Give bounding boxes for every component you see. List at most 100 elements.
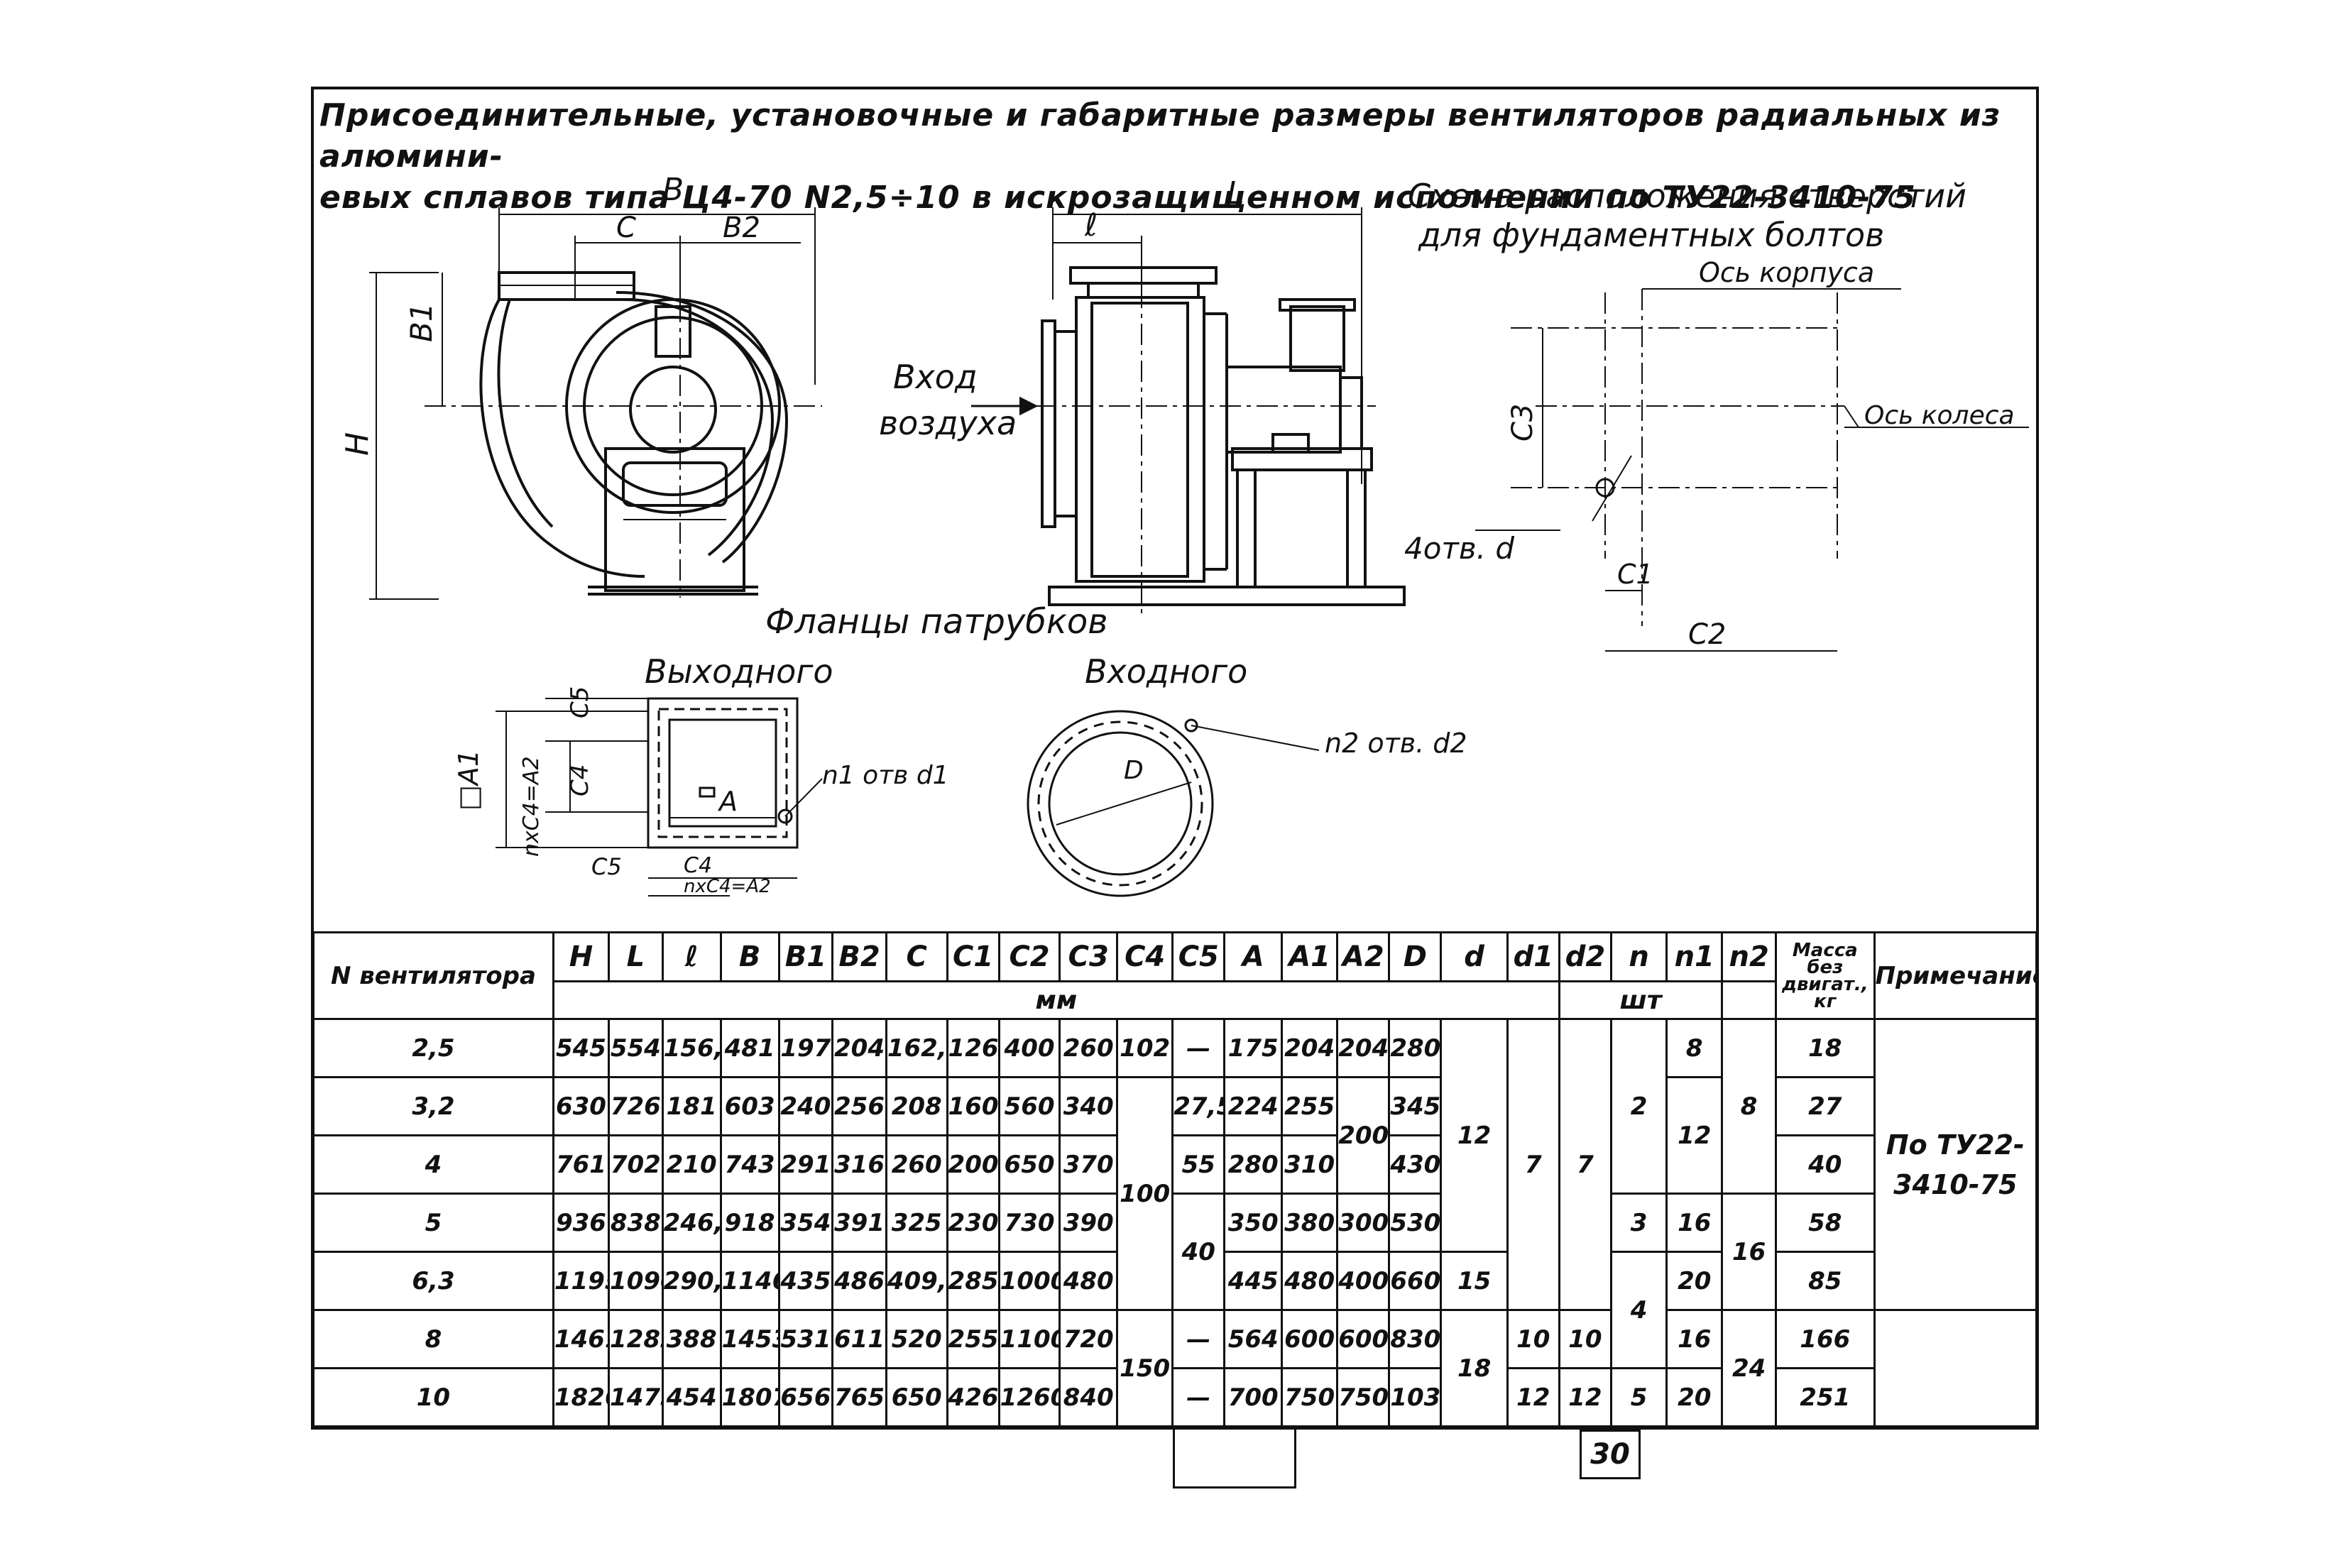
cell: 27 [1774,1076,1876,1136]
cell: 480 [1058,1251,1119,1311]
cell: 520 [885,1309,948,1369]
dim-d-label: D [1124,756,1144,785]
header-col: H [552,931,611,982]
cell: 936 [552,1193,611,1253]
flanges-title: Фланцы патрубков [765,602,1108,642]
cell: 126 [946,1018,1000,1078]
cell: 409,5 [885,1251,948,1311]
cell: 204 [1281,1018,1339,1078]
cell: 246,5 [661,1193,722,1253]
cell: 554 [608,1018,664,1078]
cell: 390 [1058,1193,1119,1253]
cell: 730 [997,1193,1061,1253]
cell: 726 [608,1076,664,1136]
cell: 10 [1558,1309,1613,1369]
title-line-1: Присоединительные, установочные и габари… [319,97,2001,175]
cell: 486 [831,1251,887,1311]
header-col: d2 [1558,931,1613,982]
cell: 743 [719,1134,780,1195]
dim-c4-label: C4 [566,764,594,796]
note-line2: 3410-75 [1893,1168,2018,1200]
cell: 4 [1609,1251,1668,1369]
dim-b1-label: B1 [404,302,439,342]
cell: 285 [946,1251,1000,1311]
cell: 702 [608,1134,664,1195]
outlet-flange-title: Выходного [645,652,833,691]
dim-c1-label: C1 [1617,559,1653,590]
inlet-holes-label: n2 отв. d2 [1325,728,1467,759]
cell: 345 [1388,1076,1443,1136]
cell-note-empty [1873,1309,2038,1427]
dim-c2-label: C2 [1688,618,1726,651]
cell: 611 [831,1309,887,1369]
cell: 12 [1558,1367,1613,1427]
cell: 531 [777,1309,834,1369]
cell: 197 [777,1018,834,1078]
cell: 1826 [552,1367,611,1427]
table-row: 5 936 838 246,5 918 354 391 325 230 730 … [312,1193,2037,1311]
cell: 181 [661,1076,722,1136]
cell: 1195 [552,1251,611,1311]
cell: — [1171,1018,1226,1078]
cell: 435 [777,1251,834,1311]
cell: 12 [1440,1018,1509,1253]
table-row: 10 1826 1475 454 1807 656 765 650 426 12… [312,1367,2037,1427]
cell: 280 [1388,1018,1443,1078]
cell: 761 [552,1134,611,1195]
cell-n: 5 [312,1193,554,1253]
holes-scheme-title1: Схема расположения отверстий [1408,177,1966,215]
header-col: L [608,931,664,982]
cell: 7 [1506,1018,1560,1311]
cell: 15 [1440,1251,1509,1311]
table-row: 6,3 1195 1090 290,5 1146 435 486 409,5 2… [312,1251,2037,1369]
cell-n: 10 [312,1367,554,1427]
table-row: 3,2 630 726 181 603 240 256 208 160 560 … [312,1076,2037,1311]
cell: — [1171,1367,1226,1427]
dim-c5-bottom-label: C5 [591,853,622,880]
cell: 175 [1223,1018,1284,1078]
cell: 481 [719,1018,780,1078]
header-col: B1 [777,931,834,982]
cell: 100 [1116,1076,1174,1311]
front-view [369,207,822,600]
cell: 700 [1223,1367,1284,1427]
cell: 1453 [719,1309,780,1369]
dim-a2-label: nxC4=A2 [519,756,544,857]
cell: 210 [661,1134,722,1195]
cell: 430 [1388,1134,1443,1195]
cell: 445 [1223,1251,1284,1311]
cell: 380 [1281,1193,1339,1253]
cell-n: 6,3 [312,1251,554,1311]
header-col: A1 [1281,931,1339,982]
cell-n: 3,2 [312,1076,554,1136]
cell: 251 [1774,1367,1876,1427]
cell: 162,5 [885,1018,948,1078]
cell: 3 [1609,1193,1668,1253]
header-col: D [1388,931,1443,982]
wheel-axis-label: Ось колеса [1864,401,2015,430]
cell: 12 [1665,1076,1724,1195]
dim-l-small-label: ℓ [1084,207,1098,243]
cell: 354 [777,1193,834,1253]
header-col: n [1609,931,1668,982]
cell: 1000 [997,1251,1061,1311]
header-col: C [885,931,948,982]
housing-axis-label: Ось корпуса [1699,257,1874,288]
drawing-sheet: Присоединительные, установочные и габари… [311,87,2039,1430]
cell: 830 [1388,1309,1443,1369]
dimensions-table: N вентилятора H L ℓ B B1 B2 C C1 C2 C3 C… [312,931,2038,1427]
cell: 630 [552,1076,611,1136]
binding-stub [1173,1430,1296,1488]
unit-mm: мм [552,980,1560,1020]
note-line1: По ТУ22- [1886,1129,2025,1161]
sheet-frame [311,87,2039,1430]
cell: 8 [1721,1018,1777,1195]
cell: 1807 [719,1367,780,1427]
air-inlet-line2: воздуха [879,404,1017,442]
side-view [971,207,1406,615]
cell: 85 [1774,1251,1876,1311]
cell: 160 [946,1076,1000,1136]
header-col: C1 [946,931,1000,982]
